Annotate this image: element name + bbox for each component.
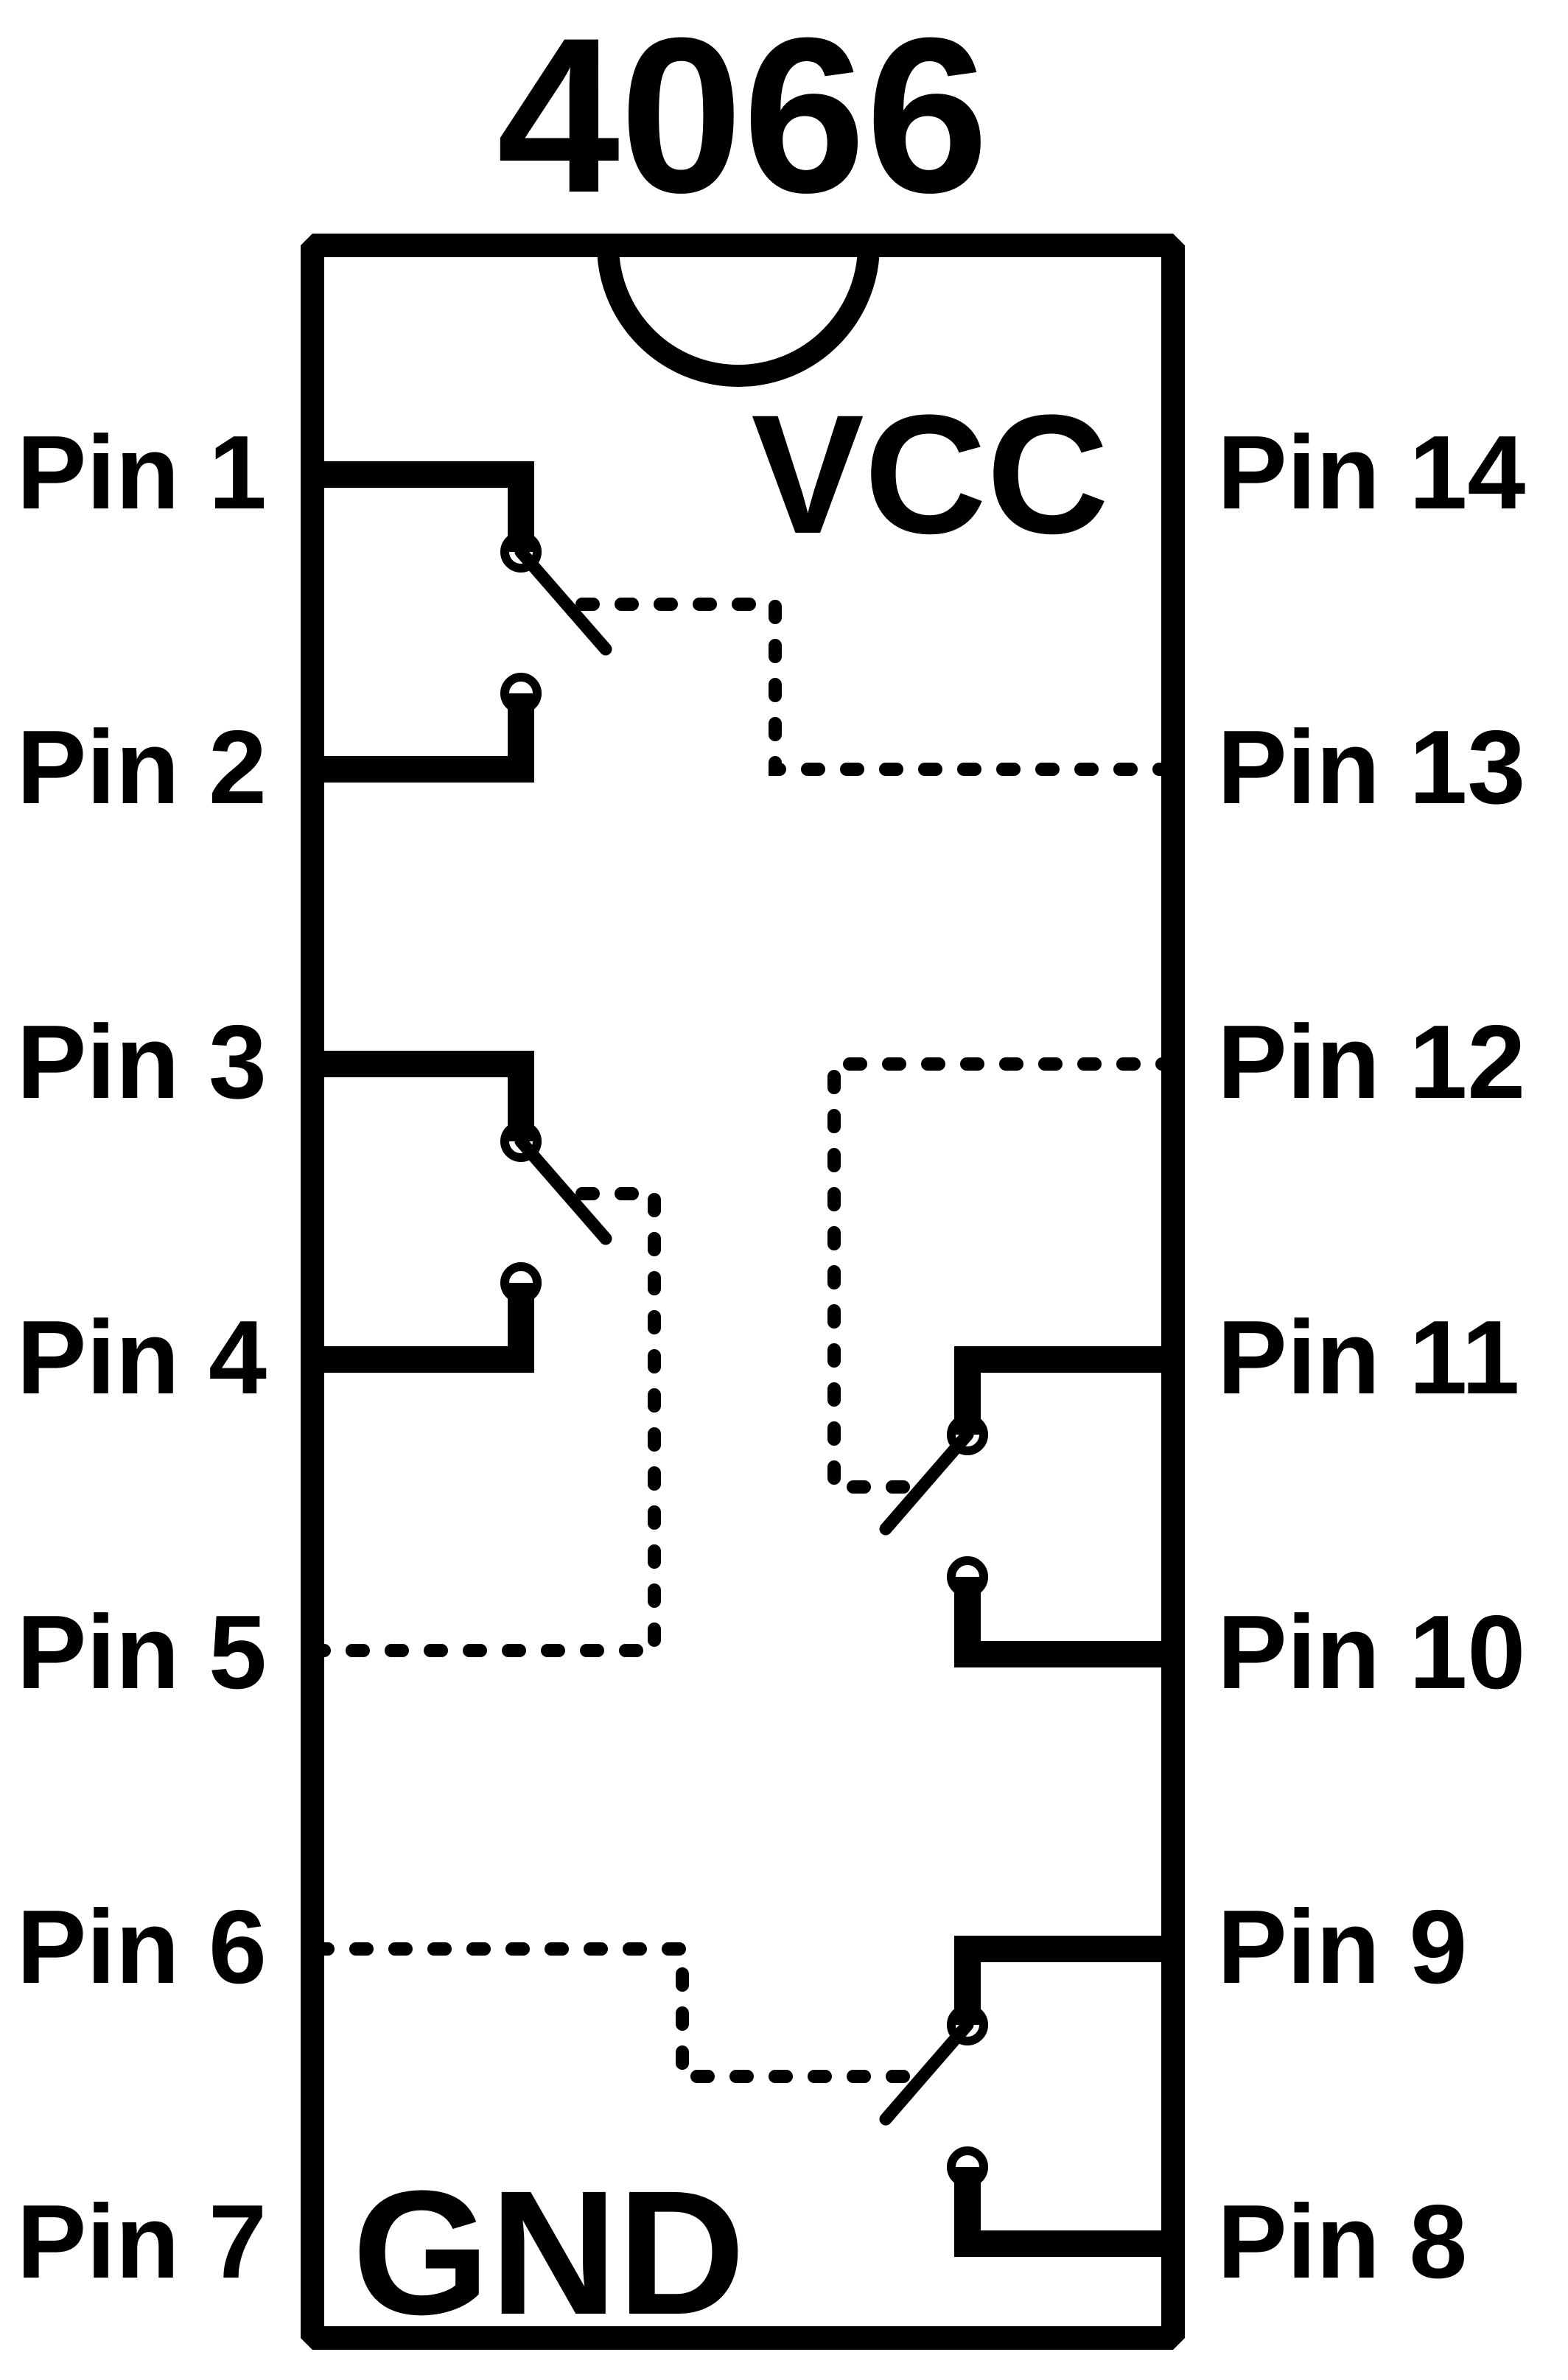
switch-1-lever bbox=[514, 545, 612, 656]
pin-13-label: Pin 13 bbox=[1217, 709, 1525, 826]
switch-2-output-trace bbox=[317, 1283, 534, 1373]
switch-2-top-contact-icon bbox=[500, 1121, 542, 1162]
switch-1-output-trace bbox=[317, 693, 534, 783]
switch-4 bbox=[310, 1936, 1173, 2257]
pin-1-label: Pin 1 bbox=[17, 414, 267, 531]
switch-3-input-trace bbox=[954, 1346, 1173, 1435]
switch-2-input-trace bbox=[317, 1051, 534, 1141]
switch-1-input-trace bbox=[317, 461, 534, 552]
pin-12-label: Pin 12 bbox=[1217, 1004, 1525, 1121]
pin-2-label: Pin 2 bbox=[17, 709, 267, 826]
chip-title: 4066 bbox=[497, 0, 988, 239]
pin-4-label: Pin 4 bbox=[17, 1299, 267, 1416]
pin-9-label: Pin 9 bbox=[1217, 1889, 1467, 2006]
switch-3-top-contact-icon bbox=[947, 1414, 988, 1455]
switch-1-bottom-contact-icon bbox=[500, 673, 542, 714]
switch-1-control-trace bbox=[575, 598, 1180, 776]
switch-4-control-trace bbox=[310, 1942, 917, 2083]
ic-body-outline bbox=[301, 234, 1185, 2350]
right-pin-labels: Pin 14 Pin 13 Pin 12 Pin 11 Pin 10 Pin 9… bbox=[1217, 414, 1525, 2300]
switch-1-top-contact-icon bbox=[500, 531, 542, 573]
vcc-label: VCC bbox=[751, 379, 1109, 569]
gnd-label: GND bbox=[352, 2154, 745, 2351]
pin-11-label: Pin 11 bbox=[1217, 1299, 1519, 1416]
switch-3-lever bbox=[879, 1428, 974, 1536]
pin-3-label: Pin 3 bbox=[17, 1004, 267, 1121]
switch-3-bottom-contact-icon bbox=[947, 1556, 988, 1597]
pin-5-label: Pin 5 bbox=[17, 1594, 267, 1711]
pin-14-label: Pin 14 bbox=[1217, 414, 1525, 531]
switch-4-lever bbox=[879, 2018, 974, 2126]
switch-2 bbox=[310, 1051, 661, 1657]
orientation-notch-icon bbox=[597, 245, 880, 387]
switch-4-output-trace bbox=[954, 2167, 1173, 2257]
switch-3-control-trace bbox=[827, 1057, 1180, 1494]
pin-6-label: Pin 6 bbox=[17, 1889, 267, 2006]
switch-3-output-trace bbox=[954, 1577, 1173, 1667]
pin-7-label: Pin 7 bbox=[17, 2183, 267, 2300]
switch-4-input-trace bbox=[954, 1936, 1173, 2025]
left-pin-labels: Pin 1 Pin 2 Pin 3 Pin 4 Pin 5 Pin 6 Pin … bbox=[17, 414, 267, 2300]
switch-4-top-contact-icon bbox=[947, 2004, 988, 2045]
switch-2-lever bbox=[514, 1135, 612, 1245]
pin-8-label: Pin 8 bbox=[1217, 2183, 1467, 2300]
switch-3 bbox=[827, 1057, 1180, 1667]
switch-2-control-trace bbox=[310, 1187, 661, 1657]
switch-2-bottom-contact-icon bbox=[500, 1262, 542, 1303]
switch-4-bottom-contact-icon bbox=[947, 2146, 988, 2188]
pin-10-label: Pin 10 bbox=[1217, 1594, 1525, 1711]
switch-1 bbox=[317, 461, 1180, 783]
